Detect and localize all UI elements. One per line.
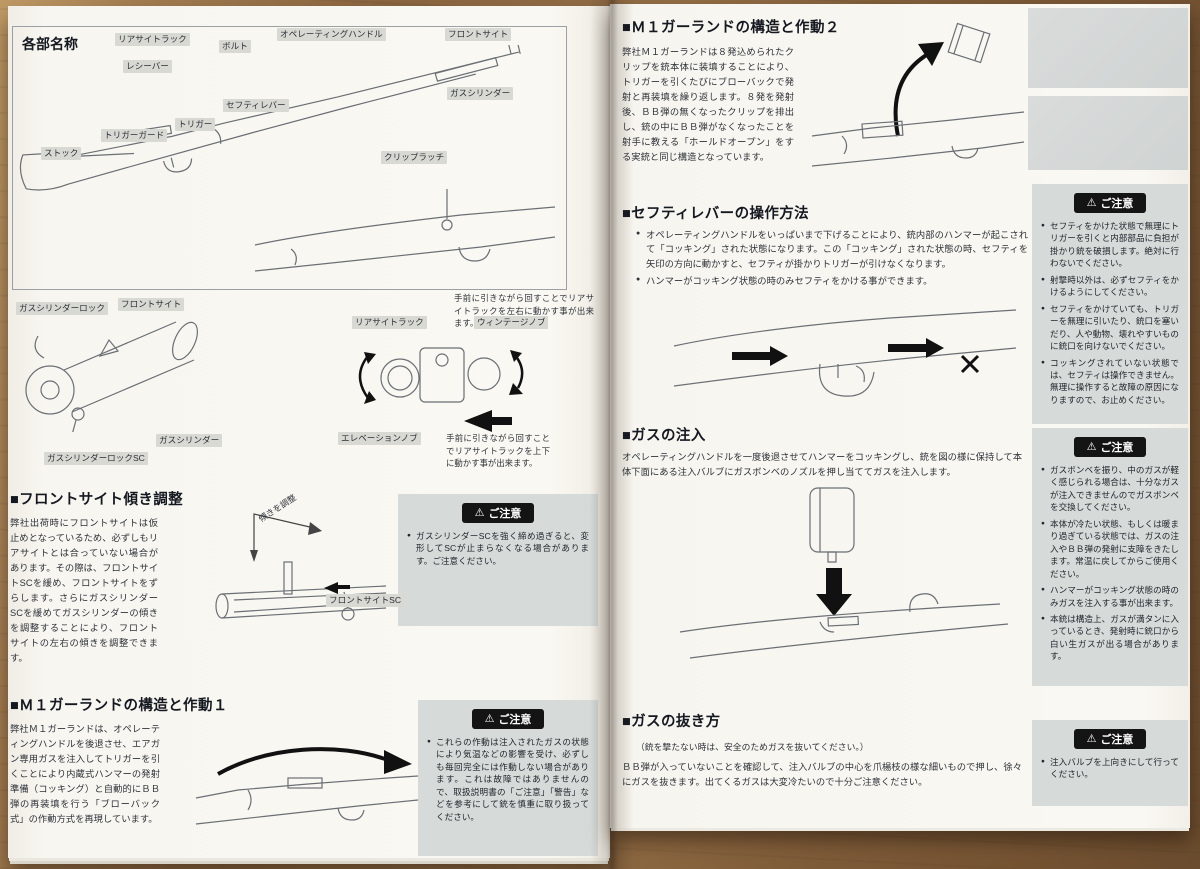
part-label-clip-latch: クリップラッチ — [381, 151, 448, 165]
caution-box-valve: ⚠ ご注意 注入バルブを上向きにして行ってください。 — [1032, 720, 1188, 806]
mechanism-2-body: 弊社Ｍ１ガーランドは８発込められたクリップを銃本体に装填することにより、トリガー… — [622, 47, 794, 163]
part-label-trigger: トリガー — [175, 118, 216, 132]
safety-bullet: オペレーティングハンドルをいっぱいまで下げることにより、銃内部のハンマーが起こさ… — [636, 228, 1028, 271]
mechanism-1-body: 弊社Ｍ１ガーランドは、オペレーティングハンドルを後退させ、エアガン専用ガスを注入… — [10, 724, 160, 825]
safety-lever-diagram — [673, 309, 1017, 397]
caution-item: ガスシリンダーSCを強く締め過ぎると、変形してSCが止まらなくなる場合があります… — [407, 530, 589, 567]
front-sight-adjust-diagram: 傾きを調整 フロントサイトSC — [198, 488, 405, 683]
part-label-safety-lever: セフティレバー — [223, 99, 289, 113]
rear-sight-diagram: リアサイトラック ウィンテージノブ エレベーションノブ 手前に引きながら回すこと… — [328, 306, 552, 474]
caution-item: セフティをかけていても、トリガーを無理に引いたり、銃口を塞いだり、人や動物、壊れ… — [1041, 303, 1179, 353]
caution-items: ガスシリンダーSCを強く締め過ぎると、変形してSCが止まらなくなる場合があります… — [398, 530, 598, 579]
heading-gas-inject: ■ガスの注入 — [622, 428, 706, 444]
caution-items: ガスボンベを振り、中のガスが軽く感じられる場合は、十分なガスが注入できませんので… — [1032, 464, 1188, 675]
caution-item: これらの作動は注入されたガスの状態により気温などの影響を受け、必ずしも毎回完全に… — [427, 736, 589, 823]
rear-sight-note-right: 手前に引きながら回すことでリアサイトラックを左右に動かす事が出来ます。 — [454, 293, 594, 329]
gas-inject-diagram — [679, 487, 1009, 659]
mechanism-1-diagram — [195, 747, 419, 825]
grayed-photo-panel-1 — [1028, 8, 1188, 88]
gas-release-body: ＢＢ弾が入っていないことを確認して、注入バルブの中心を爪楊枝の様な細いもので押し… — [622, 762, 1022, 788]
caution-box-gas: ⚠ ご注意 ガスボンベを振り、中のガスが軽く感じられる場合は、十分なガスが注入で… — [1032, 428, 1188, 686]
caution-item: セフティをかけた状態で無理にトリガーを引くと内部部品に負担が掛かり銃を破損します… — [1041, 220, 1179, 270]
caution-items: 注入バルブを上向きにして行ってください。 — [1032, 756, 1188, 793]
caution-title: ご注意 — [1100, 734, 1134, 746]
warning-icon: ⚠ — [1086, 732, 1097, 745]
warning-icon: ⚠ — [474, 506, 485, 519]
label-gas-cylinder-lock-sc: ガスシリンダーロックSC — [44, 452, 148, 466]
safety-bullets: オペレーティングハンドルをいっぱいまで下げることにより、銃内部のハンマーが起こさ… — [636, 228, 1028, 292]
caution-pill: ⚠ ご注意 — [1073, 193, 1147, 213]
caution-item: ハンマーがコッキング状態の時のみガスを注入する事が出来ます。 — [1041, 584, 1179, 609]
part-label-rear-sight-rack: リアサイトラック — [115, 33, 190, 47]
caution-items: これらの作動は注入されたガスの状態により気温などの影響を受け、必ずしも毎回完全に… — [418, 736, 598, 835]
label-windage-knob: ウィンテージノブ — [474, 316, 549, 330]
warning-icon: ⚠ — [1086, 440, 1097, 453]
heading-front-sight-adjust: ■フロントサイト傾き調整 — [10, 492, 184, 508]
caution-item: 本銃は構造上、ガスが満タンに入っているとき、発射時に銃口から白い生ガスが出る場合… — [1041, 613, 1179, 663]
label-rear-sight-rack: リアサイトラック — [352, 316, 427, 330]
caution-items: セフティをかけた状態で無理にトリガーを引くと内部部品に負担が掛かり銃を破損します… — [1032, 220, 1188, 418]
heading-safety-lever: ■セフティレバーの操作方法 — [622, 206, 810, 222]
caution-title: ご注意 — [488, 508, 522, 520]
part-label-trigger-guard: トリガーガード — [101, 129, 168, 143]
part-label-bolt: ボルト — [219, 40, 251, 54]
part-label-gas-cylinder: ガスシリンダー — [447, 87, 514, 101]
gas-release-note: （銃を撃たない時は、安全のためガスを抜いてください。） — [636, 742, 869, 752]
part-label-stock: ストック — [41, 147, 82, 161]
warning-icon: ⚠ — [484, 712, 495, 725]
front-sight-body: 弊社出荷時にフロントサイトは仮止めとなっているため、必ずしもリアサイトとは合って… — [10, 518, 159, 664]
parts-diagram-box: 各部名称 リアサイトラッ — [12, 26, 567, 290]
grayed-photo-panel-2 — [1028, 96, 1188, 170]
gas-inject-body: オペレーティングハンドルを一度後退させてハンマーをコッキングし、銃を図の様に保持… — [622, 452, 1022, 478]
warning-icon: ⚠ — [1086, 196, 1097, 209]
caution-box-safety: ⚠ ご注意 セフティをかけた状態で無理にトリガーを引くと内部部品に負担が掛かり銃… — [1032, 184, 1188, 424]
section-title-parts: 各部名称 — [22, 36, 78, 52]
caution-title: ご注意 — [1100, 198, 1134, 210]
caution-pill: ⚠ ご注意 — [1073, 729, 1147, 749]
label-gas-cylinder-lock: ガスシリンダーロック — [16, 302, 108, 316]
caution-box-operation: ⚠ ご注意 これらの作動は注入されたガスの状態により気温などの影響を受け、必ずし… — [418, 700, 598, 856]
caution-item: 注入バルブを上向きにして行ってください。 — [1041, 756, 1179, 781]
heading-mechanism-2: ■Ｍ１ガーランドの構造と作動２ — [622, 20, 840, 36]
rear-sight-note-bottom: 手前に引きながら回すことでリアサイトラックを上下に動かす事が出来ます。 — [446, 433, 550, 469]
caution-pill: ⚠ ご注意 — [461, 503, 535, 523]
part-label-front-sight: フロントサイト — [445, 28, 512, 42]
manual-right-page: ■Ｍ１ガーランドの構造と作動２ 弊社Ｍ１ガーランドは８発込められたクリップを銃本… — [610, 4, 1190, 828]
caution-item: ガスボンベを振り、中のガスが軽く感じられる場合は、十分なガスが注入できませんので… — [1041, 464, 1179, 514]
rear-sight-drawing — [358, 347, 524, 432]
heading-mechanism-1: ■Ｍ１ガーランドの構造と作動１ — [10, 698, 228, 714]
label-front-sight: フロントサイト — [118, 298, 185, 312]
heading-gas-release: ■ガスの抜き方 — [622, 714, 721, 730]
caution-title: ご注意 — [498, 714, 532, 726]
caution-title: ご注意 — [1100, 442, 1134, 454]
part-label-receiver: レシーバー — [123, 60, 172, 74]
caution-box-gas-cylinder-sc: ⚠ ご注意 ガスシリンダーSCを強く締め過ぎると、変形してSCが止まらなくなる場… — [398, 494, 598, 626]
part-label-operating-handle: オペレーティングハンドル — [277, 28, 386, 42]
caution-item: 本体が冷たい状態、もしくは暖まり過ぎている状態では、ガスの注入やＢＢ弾の発射に支… — [1041, 518, 1179, 580]
label-elevation-knob: エレベーションノブ — [338, 432, 421, 446]
receiver-closeup-diagram — [254, 189, 556, 272]
caution-pill: ⚠ ご注意 — [471, 709, 545, 729]
caution-item: コッキングされていない状態では、セフティは操作できません。無理に操作すると故障の… — [1041, 357, 1179, 407]
gas-cylinder-drawing — [25, 321, 198, 432]
safety-bullet: ハンマーがコッキング状態の時のみセフティをかける事ができます。 — [636, 274, 1028, 288]
caution-item: 射撃時以外は、必ずセフティをかけるようにしてください。 — [1041, 274, 1179, 299]
label-gas-cylinder: ガスシリンダー — [156, 434, 223, 448]
front-sight-adjust-drawing — [215, 513, 387, 621]
mechanism-2-diagram — [811, 22, 1025, 167]
manual-left-page: 各部名称 リアサイトラッ — [8, 6, 610, 858]
label-front-sight-sc: フロントサイトSC — [326, 594, 405, 608]
caution-pill: ⚠ ご注意 — [1073, 437, 1147, 457]
gas-cylinder-diagram: ガスシリンダーロック フロントサイト ガスシリンダー ガスシリンダーロックSC — [8, 294, 248, 474]
